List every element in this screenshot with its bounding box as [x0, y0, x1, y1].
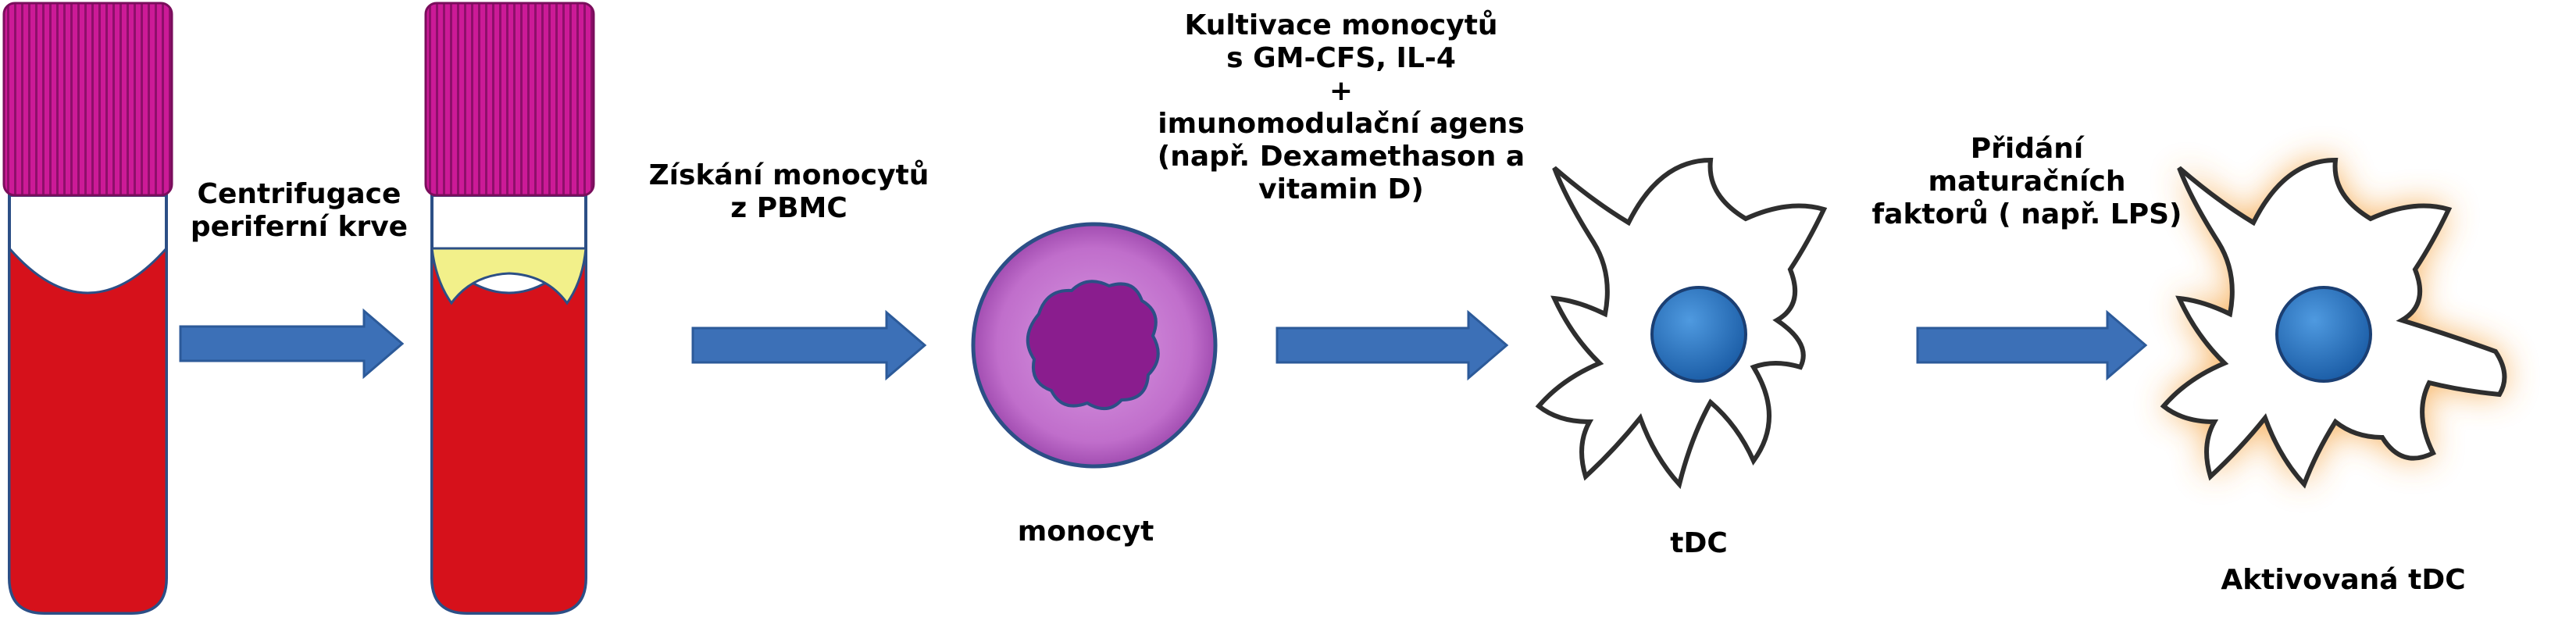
monocyte-icon [971, 222, 1218, 469]
label-line: Získání monocytů [648, 159, 929, 191]
step-label-culture: Kultivace monocytů s GM-CFS, IL-4 + imun… [1158, 9, 1525, 206]
step-label-centrifuge: Centrifugace periferní krve [191, 178, 408, 244]
label-line: Přidání [1970, 133, 2084, 165]
activated-dendritic-cell-icon [2160, 157, 2507, 489]
label-line: vitamin D) [1258, 173, 1424, 205]
label-line: z PBMC [730, 192, 847, 224]
arrow-right-icon [1916, 309, 2148, 381]
blood-tube-icon [2, 2, 173, 615]
monocyte-label: monocyt [1017, 516, 1154, 548]
label-line: + [1329, 75, 1354, 107]
step-label-maturation: Přidání maturačních faktorů ( např. LPS) [1872, 133, 2182, 231]
arrow-right-icon [691, 309, 927, 381]
label-line: maturačních [1928, 166, 2126, 198]
arrow-right-icon [1276, 309, 1509, 381]
step-label-isolation: Získání monocytů z PBMC [649, 159, 929, 225]
label-line: (např. Dexamethason a [1157, 141, 1525, 173]
arrow-right-icon [179, 308, 405, 380]
separated-tube-icon [424, 2, 595, 615]
label-line: Kultivace monocytů [1184, 9, 1498, 41]
activated-tdc-label: Aktivovaná tDC [2221, 564, 2466, 596]
tdc-label: tDC [1670, 527, 1728, 559]
label-line: periferní krve [190, 211, 409, 243]
label-line: imunomodulační agens [1158, 108, 1525, 140]
label-line: s GM-CFS, IL-4 [1226, 42, 1456, 74]
label-line: faktorů ( např. LPS) [1871, 198, 2182, 230]
label-line: Centrifugace [197, 178, 401, 210]
dendritic-cell-icon [1535, 157, 1828, 490]
